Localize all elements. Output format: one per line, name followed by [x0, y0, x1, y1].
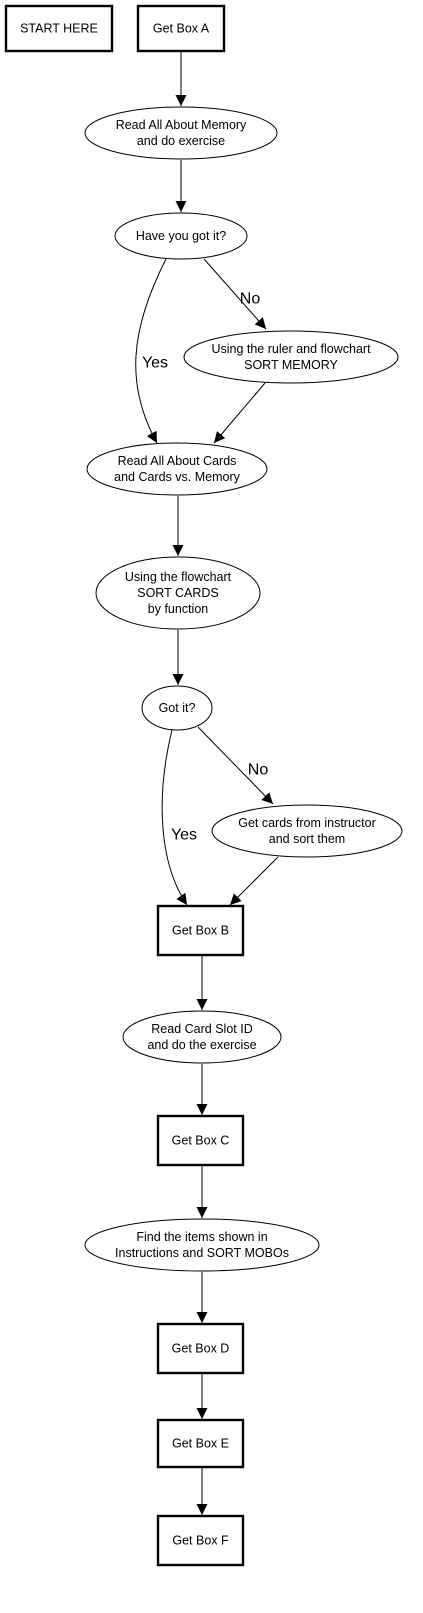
node-label-line: Using the flowchart: [125, 570, 232, 584]
edge-label: No: [240, 291, 261, 308]
ellipse-shape: [95, 556, 261, 630]
nodes-layer: START HERE Get Box A Read All About Memory…: [4, 4, 403, 1567]
box-shape: [156, 1114, 245, 1167]
node-label-line: Read All About Cards: [118, 454, 237, 468]
node-got-it-2: Got it?: [141, 685, 213, 731]
node-box-c: Get Box C: [156, 1114, 245, 1167]
node-label-line: and Cards vs. Memory: [114, 470, 240, 484]
edge-arrow: [203, 258, 267, 330]
node-label-line: Read Card Slot ID: [151, 1022, 252, 1036]
edge-label: Yes: [171, 827, 197, 844]
ellipse-shape: [84, 1218, 320, 1272]
node-label-line: Get Box F: [172, 1534, 229, 1548]
edge-label: No: [248, 762, 269, 779]
edge-arrow: [229, 856, 279, 906]
node-label-line: Have you got it?: [136, 229, 226, 243]
ellipse-shape: [84, 106, 278, 160]
node-label-line: and do the exercise: [147, 1038, 256, 1052]
node-start: START HERE: [4, 4, 114, 53]
edge-gotit2-yes: Yes: [161, 729, 197, 906]
box-shape: [156, 1322, 245, 1375]
edge-gotit1-no: No: [203, 258, 267, 330]
ellipse-shape: [211, 804, 403, 858]
edge-gotit1-yes: Yes: [135, 258, 168, 444]
edge-instructor-to-b: [229, 856, 279, 906]
box-shape: [156, 904, 245, 957]
node-label-line: SORT CARDS: [137, 586, 219, 600]
node-label-line: Got it?: [159, 701, 196, 715]
ellipse-shape: [141, 685, 213, 731]
node-got-it-1: Have you got it?: [114, 212, 248, 260]
node-box-b: Get Box B: [156, 904, 245, 957]
node-label-line: Using the ruler and flowchart: [211, 342, 371, 356]
node-cards: Read All About Cards and Cards vs. Memory: [86, 442, 268, 496]
node-label-line: Get Box B: [172, 924, 229, 938]
edge-arrow: [161, 729, 188, 906]
node-box-e: Get Box E: [156, 1418, 245, 1469]
node-instructor: Get cards from instructor and sort them: [211, 804, 403, 858]
node-box-d: Get Box D: [156, 1322, 245, 1375]
node-label-line: Get Box E: [172, 1437, 229, 1451]
node-label-line: Get Box D: [172, 1342, 230, 1356]
box-shape: [156, 1418, 245, 1469]
node-label-line: Get cards from instructor: [238, 816, 376, 830]
edge-arrow: [135, 258, 167, 444]
node-box-f: Get Box F: [156, 1514, 245, 1567]
edge-label: Yes: [142, 355, 168, 372]
node-label-line: and sort them: [269, 832, 345, 846]
edge-arrow: [213, 382, 266, 444]
node-label-line: by function: [148, 602, 209, 616]
node-label-line: Get Box A: [153, 22, 210, 36]
ellipse-shape: [86, 442, 268, 496]
node-label-line: Read All About Memory: [116, 118, 247, 132]
box-shape: [136, 4, 226, 53]
ellipse-shape: [183, 330, 399, 384]
edge-arrow: [197, 726, 274, 805]
node-label-line: Get Box C: [172, 1134, 230, 1148]
edge-sortmem-to-cards: [213, 382, 266, 444]
node-label-line: Find the items shown in: [136, 1230, 267, 1244]
node-label-line: START HERE: [20, 22, 98, 36]
ellipse-shape: [114, 212, 248, 260]
node-slot-id: Read Card Slot ID and do the exercise: [122, 1010, 282, 1064]
node-memory: Read All About Memory and do exercise: [84, 106, 278, 160]
node-box-a: Get Box A: [136, 4, 226, 53]
edge-gotit2-no: No: [197, 726, 274, 805]
node-label-line: and do exercise: [137, 134, 225, 148]
node-mobos: Find the items shown in Instructions and …: [84, 1218, 320, 1272]
box-shape: [4, 4, 114, 53]
node-label-line: Instructions and SORT MOBOs: [115, 1246, 289, 1260]
ellipse-shape: [122, 1010, 282, 1064]
node-label-line: SORT MEMORY: [244, 358, 338, 372]
box-shape: [156, 1514, 245, 1567]
